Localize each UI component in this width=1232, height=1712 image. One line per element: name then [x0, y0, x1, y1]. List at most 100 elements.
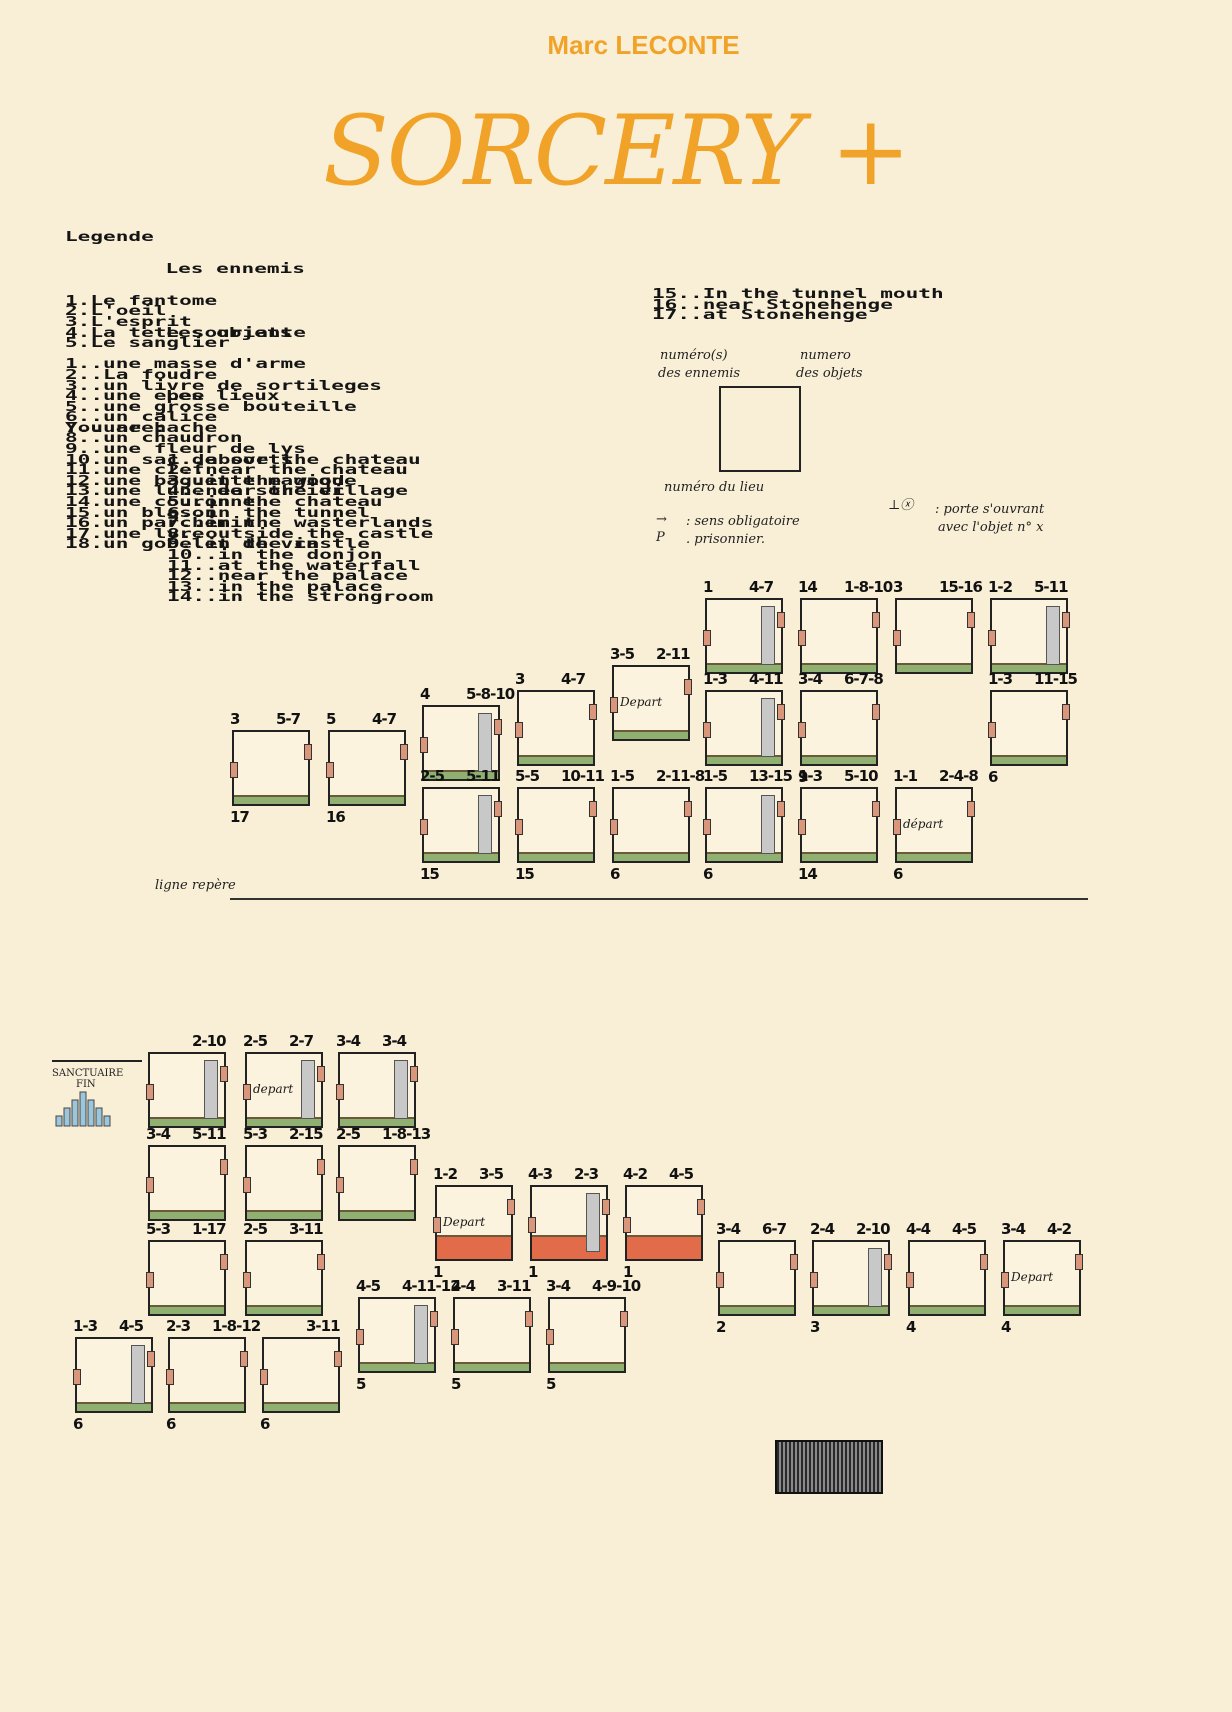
room-enemies-label: 4-3 [528, 1165, 553, 1183]
object-legend-item: 10.un sac de sorts [65, 452, 294, 468]
room-objects-label: 13-15 [749, 767, 793, 785]
map-room [798, 690, 880, 766]
map-room [988, 690, 1070, 766]
arrow-symbol: → [656, 512, 667, 527]
room-objects-label: 4-2 [1047, 1220, 1072, 1238]
map-room [243, 1240, 325, 1316]
wall [301, 1060, 315, 1119]
door-icon [146, 1272, 154, 1288]
door-icon [777, 801, 785, 817]
map-room [420, 705, 502, 781]
room-enemies-label: 3-4 [336, 1032, 361, 1050]
room-place-label: 1 [623, 1263, 633, 1281]
room-enemies-label: 5-3 [243, 1125, 268, 1143]
door-icon [494, 801, 502, 817]
door-icon [1062, 612, 1070, 628]
ground [897, 852, 971, 861]
door-icon [147, 1351, 155, 1367]
map-room [230, 730, 312, 806]
ground [330, 795, 404, 804]
sanctuary: SANCTUAIRE FIN [52, 1060, 142, 1128]
place-legend-item: 16..near Stonehenge [652, 297, 893, 313]
room-objects-label: 3-4 [382, 1032, 407, 1050]
room-place-label: 1 [528, 1263, 538, 1281]
door-icon [980, 1254, 988, 1270]
ground [150, 1117, 224, 1126]
room-enemies-label: 3 [893, 578, 903, 596]
room-place-label: 17 [230, 808, 250, 826]
room-objects-label: 15-16 [939, 578, 983, 596]
room-start-label: Depart [1011, 1270, 1054, 1284]
door-icon [507, 1199, 515, 1215]
room-enemies-label: 3-4 [546, 1277, 571, 1295]
room-start-label: depart [253, 1082, 294, 1096]
door-icon [623, 1217, 631, 1233]
wall [478, 795, 492, 854]
wall [478, 713, 492, 772]
map-room [623, 1185, 705, 1261]
door-icon [589, 801, 597, 817]
object-legend-item: 12.une baguette magique [65, 473, 357, 489]
object-legend-item: 17.une lyre [65, 526, 205, 542]
ground [910, 1305, 984, 1314]
ligne-repere-label: ligne repère [155, 878, 236, 893]
room-objects-label: 2-7 [289, 1032, 314, 1050]
wall [394, 1060, 408, 1119]
door-icon [703, 819, 711, 835]
room-enemies-label: 4 [420, 685, 430, 703]
room-objects-label: 2-11 [656, 645, 691, 663]
enemy-legend-item: 4.La tete souriante [65, 325, 306, 341]
room-objects-label: 4-7 [561, 670, 586, 688]
door-icon [260, 1369, 268, 1385]
room-enemies-label: 1-2 [433, 1165, 458, 1183]
door-icon [146, 1177, 154, 1193]
door-icon [220, 1066, 228, 1082]
door-icon [410, 1159, 418, 1175]
room-enemies-label: 2-5 [336, 1125, 361, 1143]
room-place-label: 3 [810, 1318, 820, 1336]
map-room [703, 787, 785, 863]
door-icon [528, 1217, 536, 1233]
door-icon [810, 1272, 818, 1288]
ground [627, 1235, 701, 1259]
ground [424, 770, 498, 779]
place-legend-item: 7..in the wasterlands [167, 516, 434, 532]
ground [247, 1117, 321, 1126]
place-legend-item: 6..in the tunnel [167, 505, 370, 521]
door-icon [610, 697, 618, 713]
room-enemies-label: 1-2 [988, 578, 1013, 596]
door-icon [798, 722, 806, 738]
object-legend-item: 15.un blason [65, 505, 218, 521]
ground [992, 663, 1066, 672]
door-icon [703, 722, 711, 738]
place-legend-item: 14..in the strongroom [167, 590, 434, 606]
door-icon [317, 1066, 325, 1082]
room-enemies-label: 1-3 [73, 1317, 98, 1335]
room-enemies-label: 1-1 [893, 767, 918, 785]
sanctuary-end-label: FIN [76, 1079, 96, 1090]
map-room: Depart [433, 1185, 515, 1261]
room-enemies-label: 1-3 [988, 670, 1013, 688]
object-legend-item: 18.un gobelet de vin [65, 537, 319, 553]
ground [234, 795, 308, 804]
key-objects-label-1: numero [800, 348, 851, 363]
room-enemies-label: 1-3 [798, 767, 823, 785]
enemy-legend-item: 5.Le sanglier [65, 336, 230, 352]
author-name: Marc LECONTE [547, 30, 740, 60]
door-icon [166, 1369, 174, 1385]
room-objects-label: 5-8-10 [466, 685, 515, 703]
door-icon [872, 612, 880, 628]
key-enemies-label-1: numéro(s) [660, 348, 728, 363]
door-icon [988, 630, 996, 646]
door-icon [884, 1254, 892, 1270]
map-room [893, 598, 975, 674]
wall [761, 606, 775, 665]
room-start-label: Depart [443, 1215, 486, 1229]
door-icon [336, 1177, 344, 1193]
ground [720, 1305, 794, 1314]
room-place-label: 6 [703, 865, 713, 883]
object-legend-item: 8..un chaudron [65, 431, 243, 447]
door-icon [525, 1311, 533, 1327]
room-objects-label: 5-10 [844, 767, 879, 785]
door-icon [326, 762, 334, 778]
